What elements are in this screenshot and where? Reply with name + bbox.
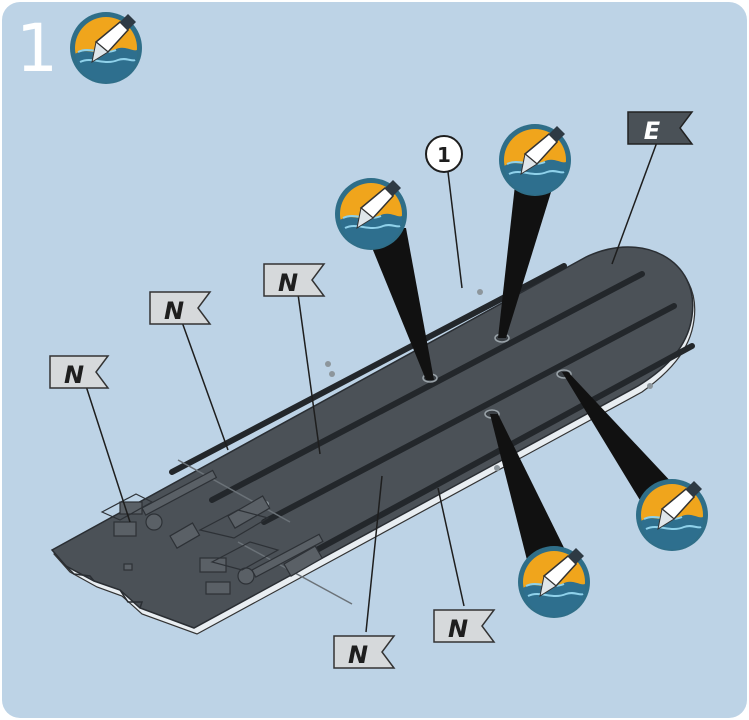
part-number-callout: 1: [426, 136, 462, 172]
paint-brush-icon: [70, 12, 142, 84]
svg-text:N: N: [278, 269, 298, 297]
flag-n: N: [334, 636, 394, 669]
svg-text:N: N: [448, 615, 468, 643]
paint-brush-detail-icon: [499, 124, 571, 196]
flag-n: N: [264, 264, 324, 297]
flag-n: N: [434, 610, 494, 643]
paint-brush-detail-icon: [636, 479, 708, 551]
part-number-label: 1: [437, 143, 451, 167]
flag-e: E: [628, 112, 692, 145]
paint-brush-detail-icon: [518, 546, 590, 618]
track-board: [52, 247, 695, 634]
paint-brush-detail-icon: [335, 178, 407, 250]
svg-text:N: N: [164, 297, 184, 325]
flag-n: N: [50, 356, 108, 389]
svg-text:N: N: [348, 641, 368, 669]
svg-text:N: N: [64, 361, 84, 389]
flag-n: N: [150, 292, 210, 325]
svg-text:E: E: [644, 117, 661, 145]
